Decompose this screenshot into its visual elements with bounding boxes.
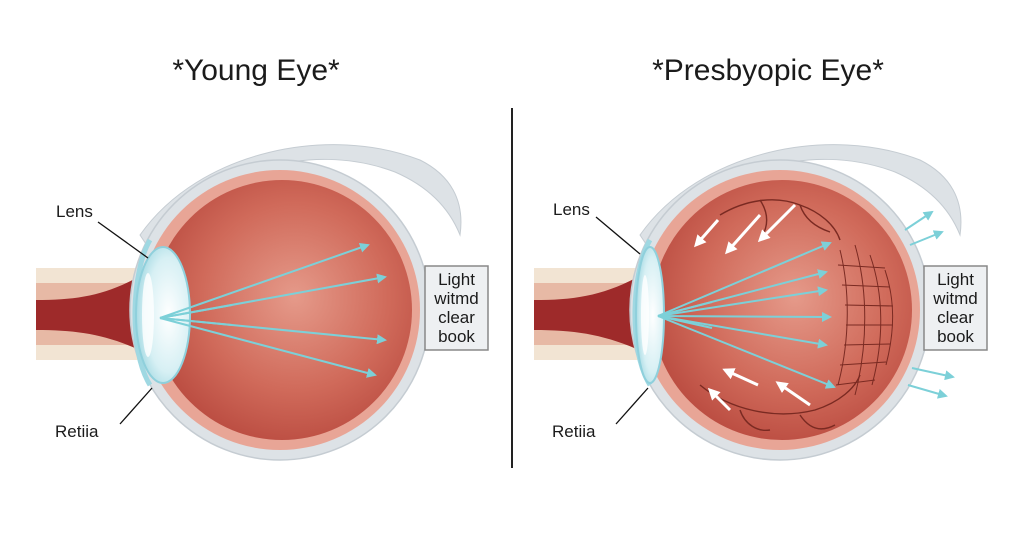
exit-ray bbox=[911, 367, 955, 381]
note-box bbox=[424, 265, 489, 351]
young-lens-label: Lens bbox=[56, 202, 93, 221]
light-ray bbox=[657, 315, 713, 329]
retina-pointer bbox=[119, 387, 153, 425]
young-eye bbox=[36, 144, 489, 461]
eye-interior bbox=[152, 180, 412, 440]
exit-ray bbox=[907, 384, 948, 399]
light-rays bbox=[159, 242, 387, 378]
light-ray bbox=[657, 286, 828, 317]
light-ray bbox=[159, 304, 233, 319]
note-box bbox=[923, 265, 988, 351]
presbyopic-eye bbox=[534, 144, 988, 461]
cracked-retina bbox=[835, 244, 894, 396]
lens-pointer bbox=[595, 216, 641, 255]
scatter-arrow bbox=[694, 219, 720, 248]
scatter-arrow bbox=[722, 368, 759, 387]
exit-rays bbox=[904, 210, 955, 399]
young-eye-title: *Young Eye* bbox=[172, 54, 340, 87]
lens-highlight bbox=[142, 273, 154, 357]
light-ray bbox=[159, 317, 377, 378]
retina-pointer bbox=[615, 387, 649, 425]
optic-nerve bbox=[36, 270, 150, 355]
light-ray bbox=[159, 317, 233, 326]
light-ray bbox=[159, 242, 370, 319]
eye-interior bbox=[652, 180, 912, 440]
light-ray bbox=[657, 241, 832, 317]
light-ray bbox=[657, 315, 828, 349]
scatter-arrow bbox=[725, 214, 762, 255]
presbyopic-lens-label: Lens bbox=[553, 200, 590, 219]
young-retina-label: Retiia bbox=[55, 422, 99, 441]
lens-highlight bbox=[641, 275, 649, 355]
exit-ray bbox=[904, 210, 934, 231]
scatter-arrow bbox=[775, 381, 811, 407]
presbyopic-eye-title: *Presbyopic Eye* bbox=[652, 54, 884, 87]
light-ray bbox=[657, 301, 713, 317]
lens-pointer bbox=[97, 221, 149, 259]
scatter-arrows bbox=[694, 203, 811, 412]
scatter-arrow bbox=[707, 387, 732, 412]
presbyopic-note-text: Light witmd clear book bbox=[933, 270, 978, 346]
young-note-text: Light witmd clear book bbox=[434, 270, 479, 346]
optic-nerve bbox=[534, 270, 650, 355]
light-rays bbox=[657, 241, 836, 389]
scatter-arrow bbox=[757, 203, 797, 243]
presbyopic-retina-label: Retiia bbox=[552, 422, 596, 441]
exit-ray bbox=[909, 230, 944, 246]
light-ray bbox=[657, 311, 832, 322]
light-ray bbox=[657, 315, 836, 389]
